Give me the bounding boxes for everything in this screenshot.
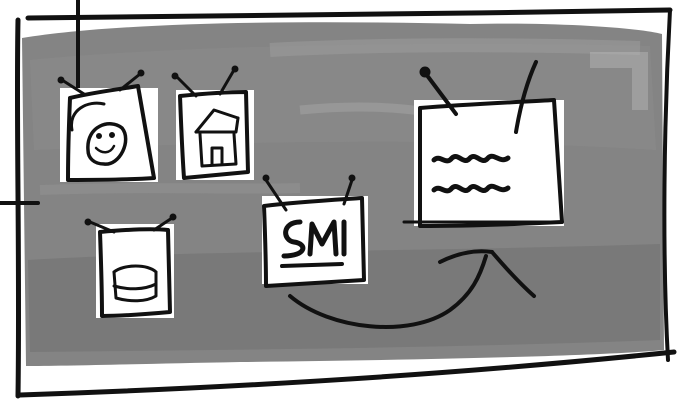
cylinder-tv-icon — [85, 214, 176, 318]
